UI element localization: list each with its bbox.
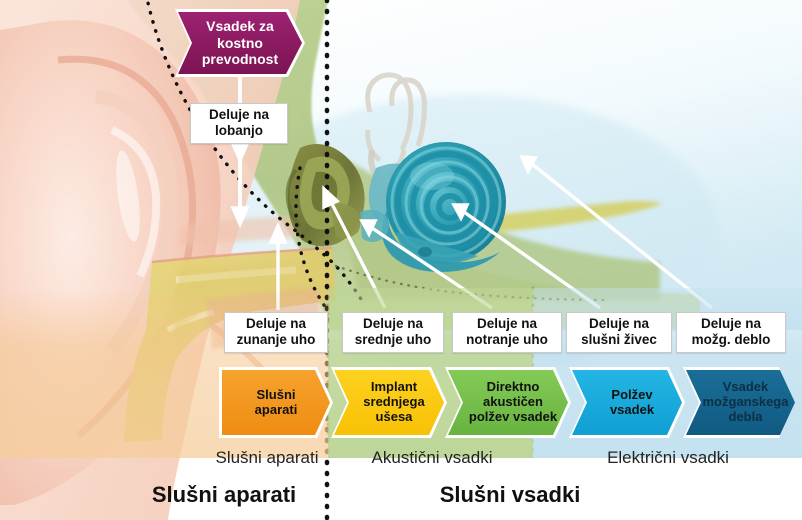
band-label-hearing-aids: Slušni aparati xyxy=(215,448,319,467)
device-direct-acoustic-cochlear[interactable]: Direktno akustičen polžev vsadek xyxy=(448,370,568,435)
device-brainstem-implant-label: Vsadek možganskega debla xyxy=(702,379,789,424)
callout-skull: Deluje na lobanjo xyxy=(190,103,288,144)
device-brainstem-implant[interactable]: Vsadek možganskega debla xyxy=(686,370,795,435)
callout-auditory-nerve: Deluje na slušni živec xyxy=(566,312,672,353)
device-hearing-aids[interactable]: Slušni aparati xyxy=(222,370,330,435)
band-label-electric-implants: Električni vsadki xyxy=(607,448,729,467)
device-cochlear-implant-label: Polžev vsadek xyxy=(609,386,655,417)
title-hearing-aids: Slušni aparati xyxy=(151,482,297,507)
callout-middle-ear: Deluje na srednje uho xyxy=(342,312,444,353)
callout-outer-ear: Deluje na zunanje uho xyxy=(224,312,328,353)
device-direct-acoustic-cochlear-label: Direktno akustičen polžev vsadek xyxy=(468,379,558,424)
device-middle-ear-implant[interactable]: Implant srednjega ušesa xyxy=(334,370,444,435)
device-cochlear-implant[interactable]: Polžev vsadek xyxy=(572,370,682,435)
callout-inner-ear: Deluje na notranje uho xyxy=(452,312,562,353)
device-hearing-aids-label: Slušni aparati xyxy=(254,386,298,417)
bone-conduction-implant-banner[interactable]: Vsadek za kostno prevodnost xyxy=(178,12,302,74)
device-middle-ear-implant-label: Implant srednjega ušesa xyxy=(363,379,425,424)
callout-brainstem: Deluje na možg. deblo xyxy=(676,312,786,353)
title-hearing-implants: Slušni vsadki xyxy=(439,482,581,507)
band-label-acoustic-implants: Akustični vsadki xyxy=(371,448,493,467)
